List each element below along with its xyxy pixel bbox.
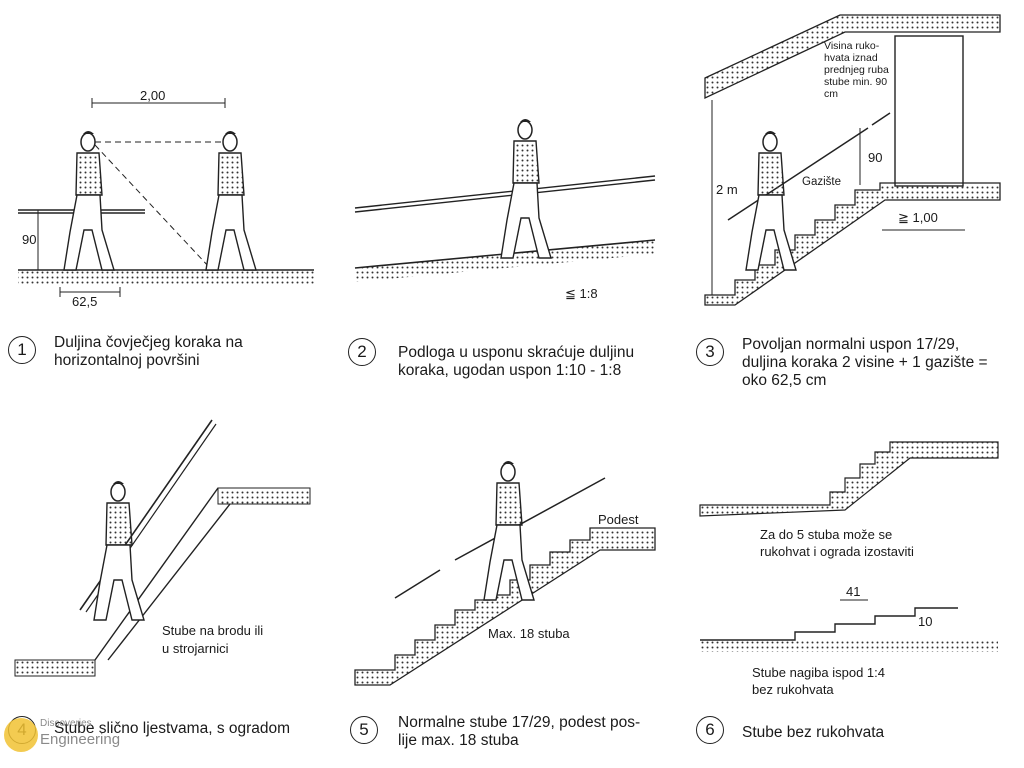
- width-label: ≧ 1,00: [898, 210, 938, 225]
- step-width-label: 2,00: [140, 88, 166, 103]
- panel-2-number: 2: [348, 338, 376, 366]
- panel-3-number: 3: [696, 338, 724, 366]
- slope-label: ≦ 1:8: [565, 286, 598, 301]
- panel-5-caption: Normalne stube 17/29, podest pos-lije ma…: [398, 714, 641, 749]
- height-90-label: 90: [868, 150, 883, 165]
- panel-4-drawing: [14, 419, 311, 677]
- tread-41-label: 41: [846, 584, 861, 599]
- panel-2-drawing: [354, 118, 656, 282]
- rise-10-label: 10: [918, 614, 933, 629]
- panel-6-drawing: [699, 441, 999, 652]
- max-steps-label: Max. 18 stuba: [488, 626, 570, 641]
- panel-4-caption: Stube slično ljestvama, s ogradom: [54, 720, 291, 737]
- height-label: 90: [22, 232, 37, 247]
- floor-hatch: [18, 270, 314, 284]
- watermark-logo: [4, 718, 38, 752]
- panel-1-number: 1: [8, 336, 36, 364]
- panel-5-number: 5: [350, 716, 378, 744]
- panel-6-caption: Stube bez rukohvata: [742, 724, 885, 741]
- height-2m-label: 2 m: [716, 182, 738, 197]
- panel-5-drawing: [354, 460, 656, 686]
- stride-label: 62,5: [72, 294, 98, 309]
- panel-3-drawing: [704, 14, 1001, 306]
- panel-1-drawing: [18, 98, 314, 297]
- panel-6-number: 6: [696, 716, 724, 744]
- tread-label: Gazište: [802, 176, 841, 188]
- watermark-text: Discoveries Engineering: [40, 718, 121, 748]
- landing-label: Podest: [598, 512, 639, 527]
- panel-3-caption: Povoljan normalni uspon 17/29,duljina ko…: [742, 336, 988, 389]
